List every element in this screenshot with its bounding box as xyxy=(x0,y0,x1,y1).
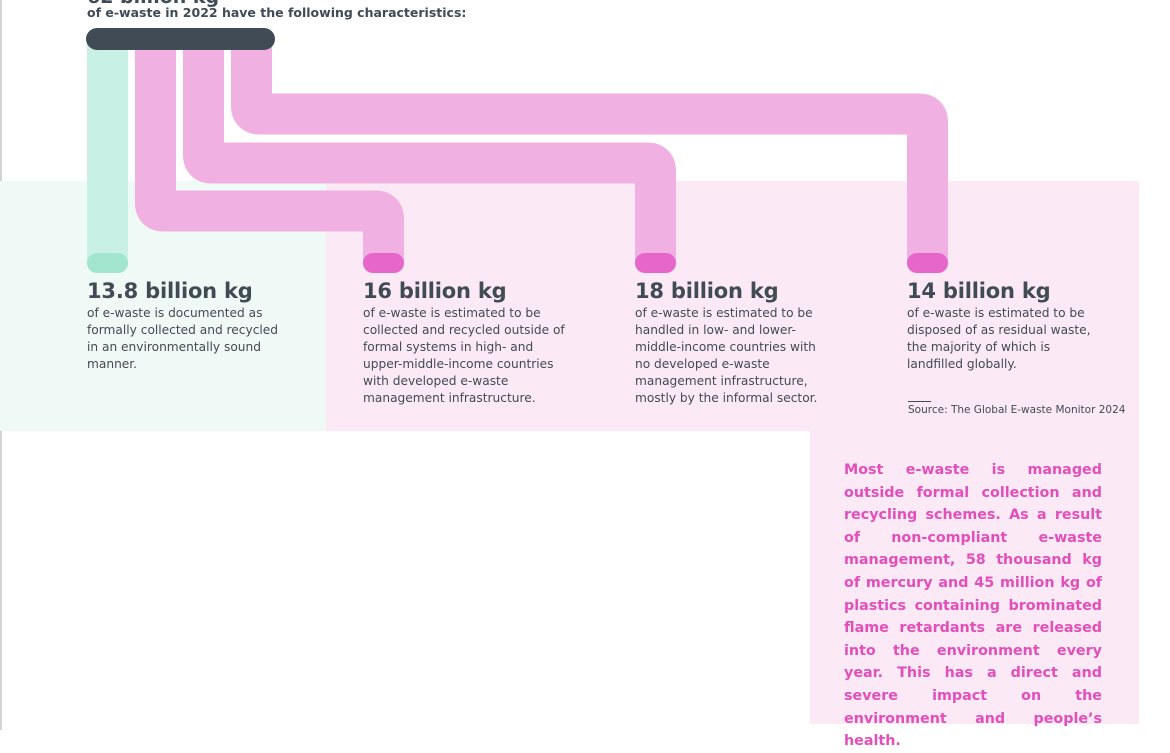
flow-to-residual xyxy=(231,40,948,263)
high-income-value: 16 billion kg xyxy=(363,279,507,303)
total-bar xyxy=(86,28,275,50)
node-high-income xyxy=(363,253,404,273)
column-formal: 13.8 billion kg of e-waste is documented… xyxy=(87,279,327,373)
non-formal-panel xyxy=(326,181,1139,431)
callout-panel xyxy=(810,431,1139,724)
column-high-income: 16 billion kg of e-waste is estimated to… xyxy=(363,279,603,407)
total-description: of e-waste in 2022 have the following ch… xyxy=(87,5,467,20)
low-income-desc: of e-waste is estimated to be handled in… xyxy=(635,306,818,405)
node-residual xyxy=(907,253,948,273)
source-divider xyxy=(908,401,931,402)
flow-to-high-income xyxy=(135,40,404,263)
low-income-value: 18 billion kg xyxy=(635,279,779,303)
node-formal xyxy=(87,253,128,273)
formal-desc: of e-waste is documented as formally col… xyxy=(87,306,279,371)
flow-to-low-income xyxy=(183,40,676,263)
high-income-desc: of e-waste is estimated to be collected … xyxy=(363,306,565,405)
residual-desc: of e-waste is estimated to be disposed o… xyxy=(907,306,1091,371)
column-low-income: 18 billion kg of e-waste is estimated to… xyxy=(635,279,875,407)
residual-value: 14 billion kg xyxy=(907,279,1051,303)
source-note: Source: The Global E-waste Monitor 2024 xyxy=(908,404,1126,416)
flow-diagram xyxy=(86,28,948,273)
formal-value: 13.8 billion kg xyxy=(87,279,253,303)
node-low-income xyxy=(635,253,676,273)
column-residual: 14 billion kg of e-waste is estimated to… xyxy=(907,279,1147,373)
total-value: 62 billion kg xyxy=(87,0,219,8)
callout-text: Most e-waste is managed outside formal c… xyxy=(844,462,1102,750)
